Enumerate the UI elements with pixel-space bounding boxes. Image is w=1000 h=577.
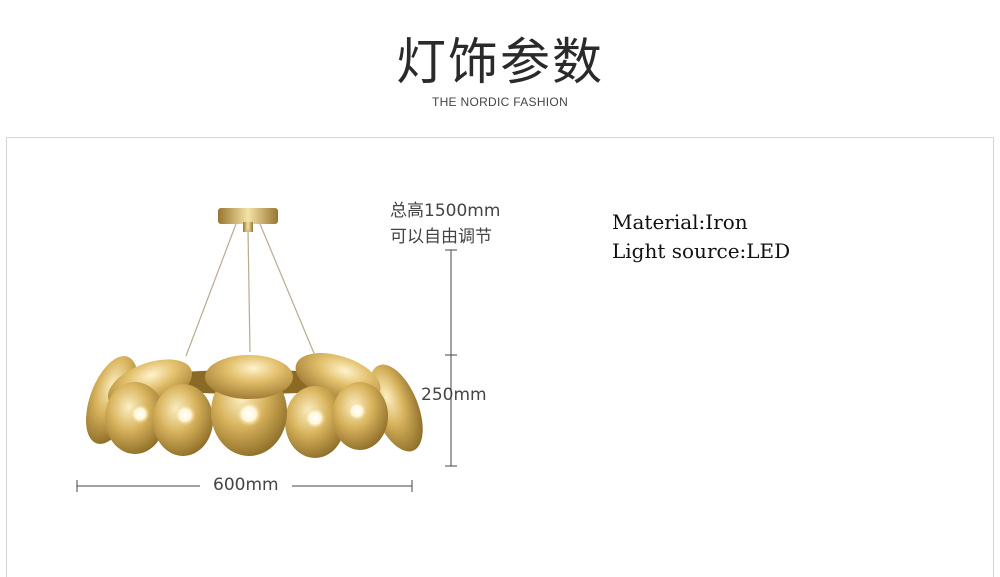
- panel-border: [6, 137, 994, 577]
- material-spec: Material:Iron: [612, 210, 748, 234]
- page-title: 灯饰参数: [396, 33, 604, 91]
- lamp-shades: [86, 353, 423, 458]
- ceiling-canopy: [218, 208, 278, 232]
- adjustable-label: 可以自由调节: [390, 227, 492, 247]
- suspension-wires: [185, 223, 317, 359]
- height-label: 250mm: [421, 385, 487, 405]
- height-dimension-line: [445, 249, 457, 467]
- width-label: 600mm: [213, 475, 279, 495]
- width-dimension-line: [76, 480, 413, 492]
- total-height-label: 总高1500mm: [390, 201, 501, 221]
- page-subtitle: THE NORDIC FASHION: [431, 95, 569, 109]
- light-source-spec: Light source:LED: [612, 239, 791, 263]
- chandelier-illustration: [76, 208, 457, 492]
